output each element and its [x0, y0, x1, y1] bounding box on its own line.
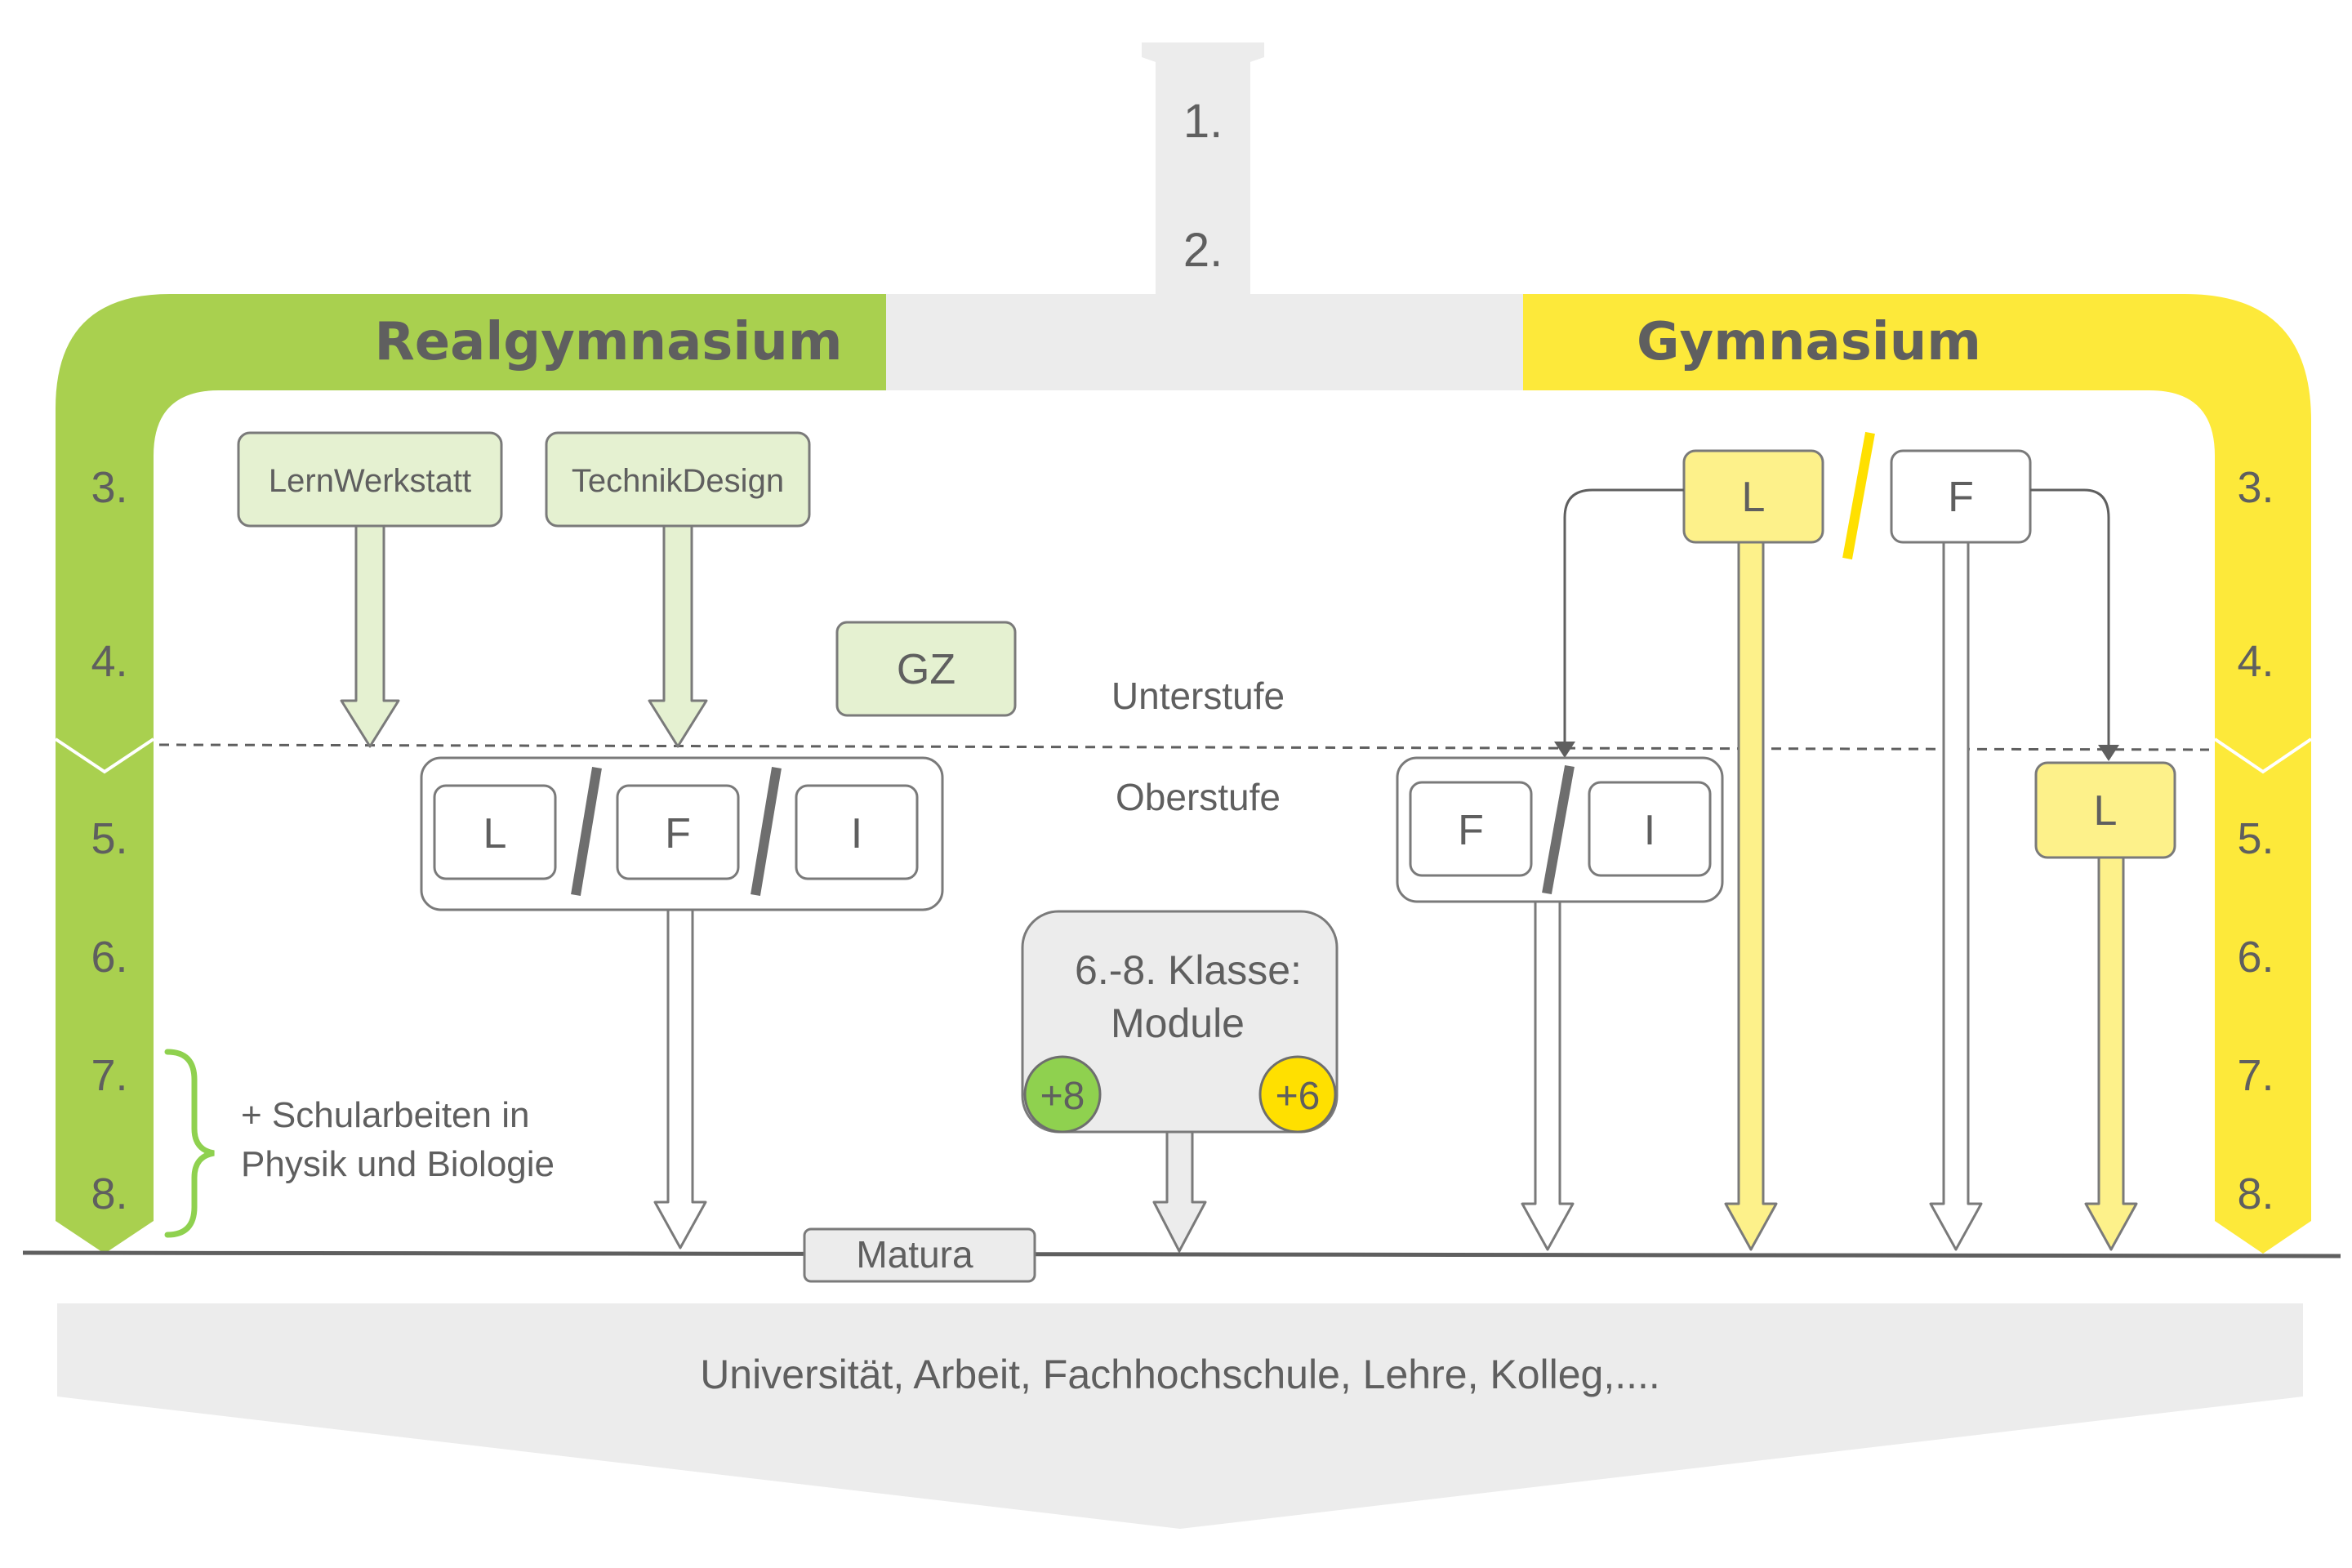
- gym-down-arrow: [2215, 751, 2311, 1254]
- unterstufe-label: Unterstufe: [1111, 675, 1285, 717]
- gym-fi-arrow: [1521, 900, 1575, 1251]
- rg-lang-i: I: [851, 810, 862, 858]
- gym-title: Gymnasium: [1637, 312, 1981, 372]
- matura-label: Matura: [856, 1233, 973, 1276]
- gym-mid-f-box: [1409, 781, 1533, 877]
- grade-left-5: 5.: [91, 814, 127, 863]
- physics-biology-brace: [164, 1049, 215, 1238]
- gym-right-l: L: [2094, 787, 2118, 835]
- outcomes-arrow: [57, 1303, 2303, 1529]
- gz-box: [835, 621, 1017, 717]
- gym-mid-slash: [1542, 764, 1575, 895]
- entry-column: [1156, 57, 1250, 294]
- gym-l-connector: [1563, 488, 1684, 742]
- gym-mid-f: F: [1458, 807, 1484, 854]
- rg-lang-i-box: [795, 784, 919, 880]
- gym-lang-f: F: [1948, 474, 1974, 521]
- grade-left-8: 8.: [91, 1169, 127, 1218]
- realgym-down-arrow: [56, 751, 154, 1254]
- gz-label: GZ: [897, 646, 956, 693]
- realgym-arch: [56, 294, 886, 751]
- matura-box: [803, 1227, 1036, 1283]
- gym-right-l-arrow: [2084, 856, 2138, 1251]
- outcomes-label: Universität, Arbeit, Fachhochschule, Leh…: [700, 1352, 1660, 1397]
- realgym-chevron: [54, 737, 155, 774]
- technikdesign-arrow: [648, 524, 708, 748]
- grade-2: 2.: [1183, 224, 1223, 277]
- oberstufe-label: Oberstufe: [1116, 776, 1281, 818]
- grade-right-5: 5.: [2237, 814, 2274, 863]
- gym-lang-l: L: [1742, 474, 1766, 521]
- gym-mid-i: I: [1644, 807, 1655, 854]
- matura-line: [22, 1250, 2341, 1258]
- lernwerkstatt-arrow: [340, 524, 400, 748]
- gym-l-connector-head: [1554, 742, 1575, 758]
- technikdesign-label: TechnikDesign: [572, 463, 784, 499]
- realgym-title: Realgymnasium: [374, 312, 842, 372]
- grade-right-6: 6.: [2237, 933, 2274, 982]
- grades-right: 3. 4. 5. 6. 7. 8.: [2237, 463, 2274, 1218]
- middle-band: [886, 294, 1523, 390]
- grade-left-7: 7.: [91, 1051, 127, 1100]
- rg-lang-f-box: [616, 784, 740, 880]
- rg-slash-2: [751, 767, 782, 896]
- grade-left-4: 4.: [91, 637, 127, 686]
- rg-lang-l: L: [483, 810, 507, 858]
- gym-f-arrow: [1929, 541, 1983, 1251]
- rg-lang-f: F: [665, 810, 691, 858]
- rg-slash-1: [571, 767, 602, 896]
- yellow-badge: [1258, 1055, 1337, 1134]
- rg-language-arrow: [653, 908, 707, 1250]
- grade-right-8: 8.: [2237, 1169, 2274, 1218]
- yellow-badge-label: +6: [1276, 1075, 1321, 1118]
- gym-l-arrow: [1724, 541, 1778, 1251]
- grade-right-3: 3.: [2237, 463, 2274, 512]
- note-line-2: Physik und Biologie: [241, 1144, 555, 1184]
- grades-left: 3. 4. 5. 6. 7. 8.: [91, 463, 127, 1218]
- gym-chevron: [2213, 737, 2313, 774]
- grade-right-4: 4.: [2237, 637, 2274, 686]
- modules-line-2: Module: [1111, 1000, 1245, 1046]
- lernwerkstatt-label: LernWerkstatt: [269, 463, 471, 499]
- rg-lang-l-box: [433, 784, 557, 880]
- gym-arch: [1523, 294, 2311, 751]
- modules-arrow: [1152, 1130, 1207, 1253]
- gym-slash: [1842, 431, 1875, 560]
- note-line-1: + Schularbeiten in: [241, 1095, 529, 1135]
- grade-left-3: 3.: [91, 463, 127, 512]
- stage-divider: [158, 743, 2210, 751]
- grade-left-6: 6.: [91, 933, 127, 982]
- green-badge-label: +8: [1040, 1075, 1085, 1118]
- gym-f-connector-head: [2098, 745, 2119, 761]
- gym-f-connector: [2030, 488, 2110, 745]
- grade-right-7: 7.: [2237, 1051, 2274, 1100]
- green-badge: [1023, 1055, 1102, 1134]
- gym-mid-i-box: [1588, 781, 1712, 877]
- modules-line-1: 6.-8. Klasse:: [1075, 947, 1302, 993]
- grade-1: 1.: [1183, 95, 1223, 148]
